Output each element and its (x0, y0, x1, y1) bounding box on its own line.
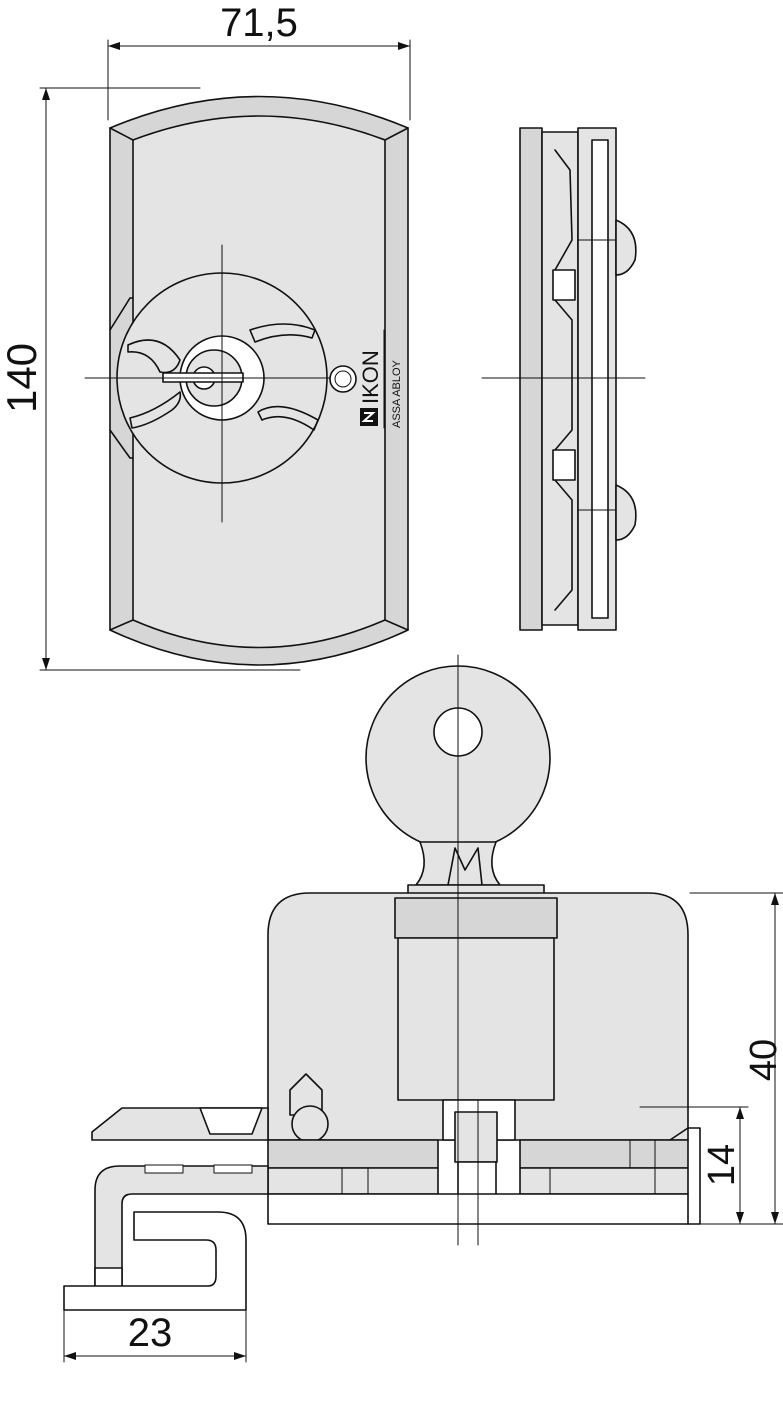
dimension-bracket-width: 23 (63, 1309, 247, 1363)
dim-label-base-height: 14 (701, 1144, 743, 1186)
dim-label-bracket-width: 23 (128, 1311, 173, 1355)
dimension-base-height: 14 (639, 1106, 749, 1225)
screw-head (329, 365, 357, 393)
ikon-logo: IKON ASSA ABLOY (358, 329, 403, 429)
dimension-side-height: 40 (689, 892, 783, 1225)
dim-label-front-height: 140 (0, 343, 45, 413)
front-view: 71,5 140 (0, 1, 411, 671)
dim-label-side-height: 40 (743, 1039, 783, 1081)
logo-brand: IKON (358, 350, 383, 404)
dimension-front-height: 140 (0, 87, 301, 671)
logo-sub: ASSA ABLOY (391, 359, 403, 428)
dim-label-front-width: 71,5 (220, 1, 298, 45)
side-view (481, 127, 646, 631)
dimension-front-width: 71,5 (107, 1, 411, 121)
section-view: 40 14 23 (63, 654, 783, 1363)
